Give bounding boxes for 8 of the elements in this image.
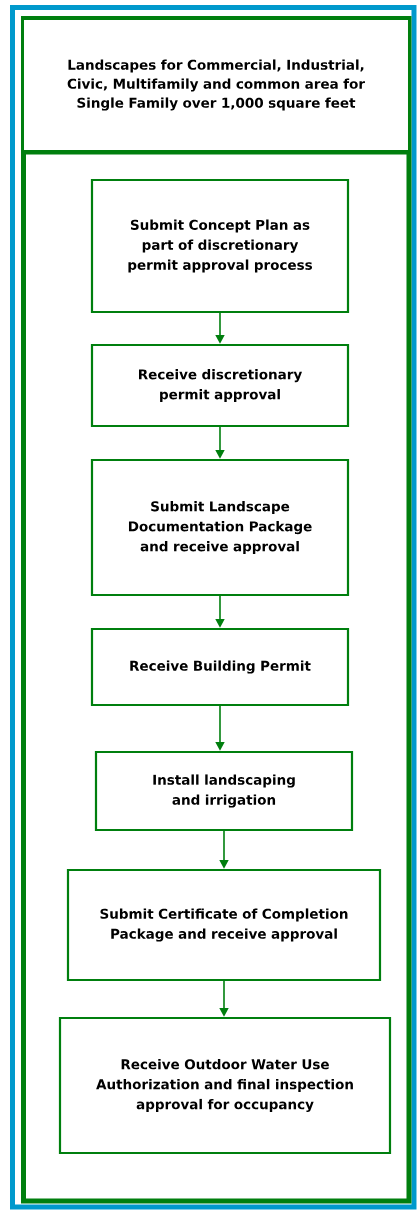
process-box: Submit Concept Plan as part of discretionary permit approval process: [90, 178, 350, 314]
header-box: Landscapes for Commercial, Industrial, Civic, Multifamily and common area for Single Family over 1,000 square feet: [24, 20, 408, 150]
process-box: Submit Certificate of Completion Package and receive approval: [66, 868, 382, 982]
process-box: Receive Building Permit: [90, 627, 350, 707]
process-box: Receive discretionary permit approval: [90, 343, 350, 428]
process-box: Receive Outdoor Water Use Authorization and final inspection approval for occupancy: [58, 1016, 392, 1155]
process-box: Submit Landscape Documentation Package and receive approval: [90, 458, 350, 597]
process-box: Install landscaping and irrigation: [94, 750, 354, 832]
